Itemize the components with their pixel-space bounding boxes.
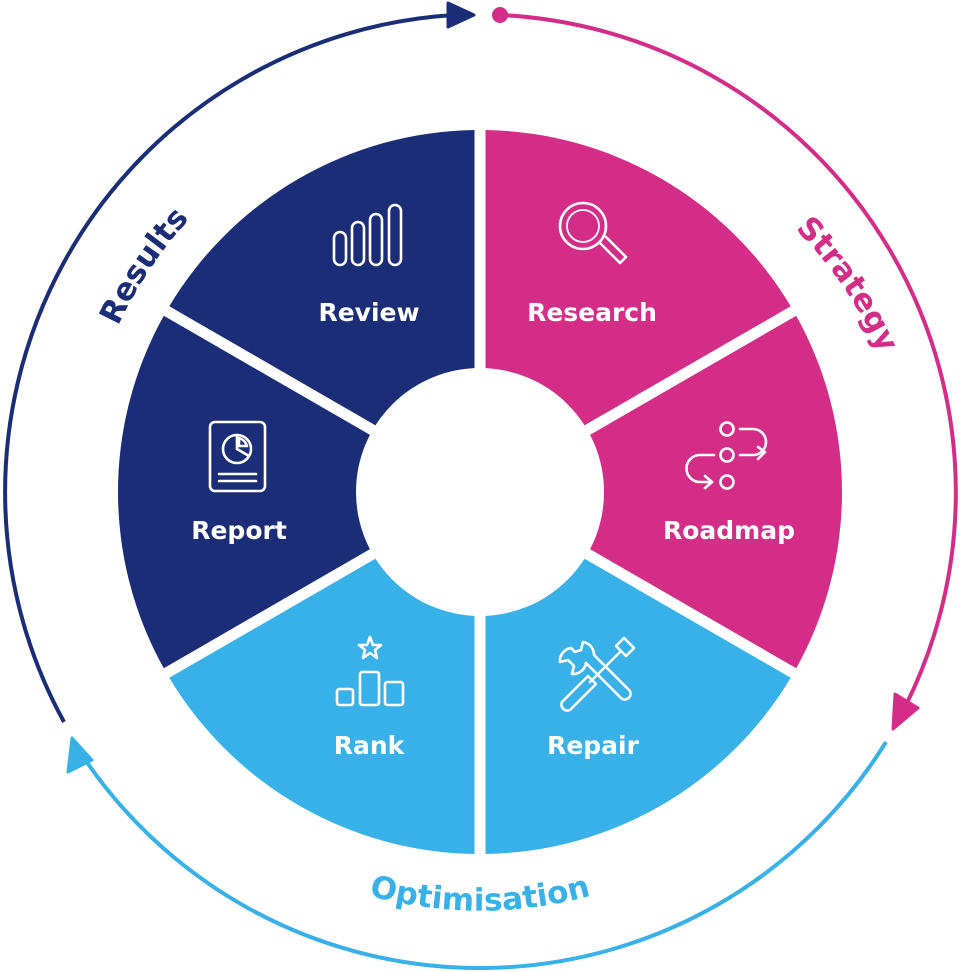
segment-rank — [169, 552, 475, 854]
segment-label-roadmap: Roadmap — [663, 516, 795, 545]
segment-label-repair: Repair — [547, 731, 640, 760]
optimisation-arrowhead — [66, 736, 94, 774]
report-segment-icon — [208, 420, 267, 493]
optimisation-arc — [78, 740, 888, 971]
report-pie-icon — [208, 420, 267, 493]
strategy-arrowhead — [891, 692, 920, 731]
review-segment-icon — [332, 203, 403, 267]
repair-segment-icon — [558, 636, 636, 712]
strategy-start-dot — [492, 7, 508, 23]
optimisation-phase-text: Optimisation — [367, 869, 593, 919]
roadmap-path-icon — [685, 421, 768, 490]
segment-label-review: Review — [318, 298, 419, 327]
roadmap-segment-icon — [685, 421, 768, 490]
segment-label-report: Report — [191, 516, 287, 545]
outer-cycle-arcs — [3, 1, 958, 971]
strategy-phase-label: Strategy — [789, 210, 905, 357]
research-segment-icon — [558, 201, 628, 265]
results-arrowhead — [446, 1, 476, 29]
segment-research — [485, 130, 791, 432]
magnifier-icon — [558, 201, 628, 265]
center-hole — [356, 368, 604, 616]
segment-roadmap — [579, 315, 843, 669]
podium-star-icon — [335, 635, 405, 707]
strategy-arc — [499, 13, 958, 706]
results-arc — [3, 13, 455, 723]
bar-chart-icon — [332, 203, 403, 267]
strategy-phase-text: Strategy — [789, 210, 905, 357]
wrench-screwdriver-icon — [558, 636, 636, 712]
segment-label-rank: Rank — [334, 731, 406, 760]
segment-label-research: Research — [527, 298, 657, 327]
segment-repair — [485, 552, 791, 854]
optimisation-phase-label: Optimisation — [367, 869, 593, 919]
rank-segment-icon — [335, 635, 405, 707]
